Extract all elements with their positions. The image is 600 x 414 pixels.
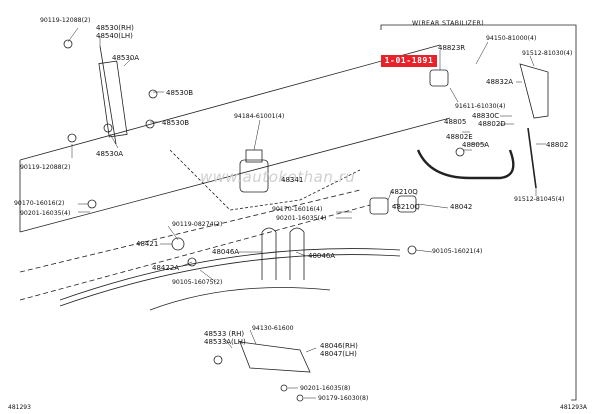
bushing-48530b-top <box>148 89 158 99</box>
washer-90179 <box>296 394 304 402</box>
stabilizer-bracket-48832a <box>519 63 549 119</box>
label-48047-lh[interactable]: 48047(LH) <box>320 350 357 358</box>
spring-bushing-48210q <box>369 197 389 215</box>
bump-stopper-48341 <box>239 159 269 193</box>
watermark: www.autokethan.ru <box>200 168 356 186</box>
label-48046a-left[interactable]: 48046A <box>212 248 240 256</box>
label-48533-rh[interactable]: 48533 (RH) <box>204 330 245 338</box>
label-91611-61030[interactable]: 91611-61030(4) <box>455 103 506 110</box>
label-90179-16030[interactable]: 90179-16030(8) <box>318 395 369 402</box>
nut-90201-bottom <box>280 384 288 392</box>
label-48210q-top[interactable]: 48210Q <box>390 188 418 196</box>
label-48530-rh[interactable]: 48530(RH) <box>96 24 134 32</box>
bushing-48805a <box>455 147 465 157</box>
bolt-90119-bottom <box>67 133 77 143</box>
stabilizer-link-48802 <box>527 127 537 189</box>
label-48530b-bottom[interactable]: 48530B <box>162 119 190 127</box>
label-48210q-bottom[interactable]: 48210Q <box>392 203 420 211</box>
label-48422a[interactable]: 48422A <box>152 264 180 272</box>
label-48046a-right[interactable]: 48046A <box>308 252 336 260</box>
label-48805[interactable]: 48805 <box>444 118 467 126</box>
leaf-spring <box>59 248 401 311</box>
u-bolt-right <box>289 227 305 280</box>
frame-rail <box>19 44 451 233</box>
bushing-48530a-lower <box>103 123 113 133</box>
label-90105-16021[interactable]: 90105-16021(4) <box>432 248 483 255</box>
label-90105-16075[interactable]: 90105-16075(2) <box>172 279 223 286</box>
bushing-48422a <box>187 257 197 267</box>
label-48802d[interactable]: 48802D <box>478 120 506 128</box>
label-48341[interactable]: 48341 <box>281 176 304 184</box>
bushing-48530b-bottom <box>145 119 155 129</box>
bushing-48823r <box>429 69 449 87</box>
stabilizer-bar-48805 <box>416 149 515 180</box>
label-94184-61001[interactable]: 94184-61001(4) <box>234 113 285 120</box>
spring-shackle-48046 <box>239 341 311 373</box>
bolt-90105-16021 <box>407 245 417 255</box>
label-48530a-bottom[interactable]: 48530A <box>96 150 124 158</box>
nut-90170 <box>87 199 97 209</box>
label-48533a-lh[interactable]: 48533A(LH) <box>204 338 246 346</box>
label-48540-lh[interactable]: 48540(LH) <box>96 32 133 40</box>
bolt-48533 <box>213 355 223 365</box>
stabilizer-group-label: W(REAR STABILIZER) <box>412 20 485 27</box>
label-90170-16016-left[interactable]: 90170-16016(2) <box>14 200 65 207</box>
label-90201-16035-left[interactable]: 90201-16035(4) <box>20 210 71 217</box>
label-91512-81045[interactable]: 91512-81045(4) <box>514 196 565 203</box>
label-48823r[interactable]: 48823R <box>438 44 466 52</box>
label-48805a[interactable]: 48805A <box>462 141 490 149</box>
label-48042[interactable]: 48042 <box>450 203 473 211</box>
frame-crossmember <box>169 149 361 211</box>
label-48046-rh[interactable]: 48046(RH) <box>320 342 358 350</box>
label-48832a[interactable]: 48832A <box>486 78 514 86</box>
label-91512-81030[interactable]: 91512-81030(4) <box>522 50 573 57</box>
u-bolt-left <box>261 227 277 280</box>
label-48421[interactable]: 48421 <box>136 240 159 248</box>
label-94150-81000[interactable]: 94150-81000(4) <box>486 35 537 42</box>
corner-code-left: 481293 <box>8 404 31 411</box>
label-90201-16035-bottom[interactable]: 90201-16035(8) <box>300 385 351 392</box>
label-90170-16016-right[interactable]: 90170-16016(4) <box>272 206 323 213</box>
corner-code-right: 481293A <box>560 404 588 411</box>
label-48802[interactable]: 48802 <box>546 141 569 149</box>
label-48830c[interactable]: 48830C <box>472 112 500 120</box>
label-94130-61600[interactable]: 94130-61600 <box>252 325 294 332</box>
label-48802e[interactable]: 48802E <box>446 133 473 141</box>
label-90119-08274[interactable]: 90119-08274(2) <box>172 221 223 228</box>
label-90119-12088-top[interactable]: 90119-12088(2) <box>40 17 91 24</box>
label-90201-16035-right[interactable]: 90201-16035(4) <box>276 215 327 222</box>
label-48530b-top[interactable]: 48530B <box>166 89 194 97</box>
shock-absorber-rod <box>99 45 117 145</box>
axle-housing <box>19 189 371 301</box>
stabilizer-group-bracket <box>380 24 577 401</box>
highlighted-part-code[interactable]: 1-01-1891 <box>381 55 437 67</box>
shock-absorber-body <box>98 60 128 138</box>
label-90119-12088-bottom[interactable]: 90119-12088(2) <box>20 164 71 171</box>
bolt-90119-top <box>63 39 73 49</box>
label-48530a-top[interactable]: 48530A <box>112 54 140 62</box>
